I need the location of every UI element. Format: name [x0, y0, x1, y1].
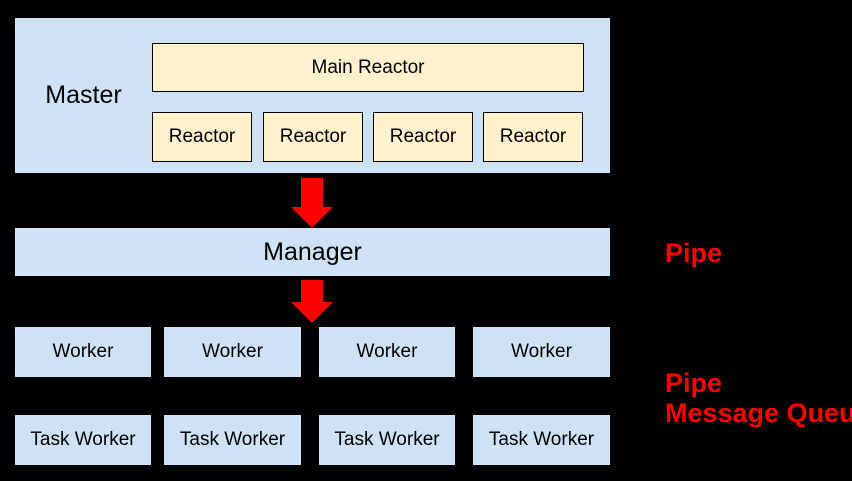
arrow-shaft [301, 178, 323, 207]
task-worker-box: Task Worker [473, 415, 610, 465]
pipe-message-queue-label: Pipe Message Queue [665, 368, 852, 428]
worker-box: Worker [473, 327, 610, 377]
pipe-message-queue-line2: Message Queue [665, 398, 852, 428]
reactor-box: Reactor [483, 112, 583, 162]
master-label: Master [45, 81, 122, 109]
task-worker-box: Task Worker [164, 415, 301, 465]
arrow-shaft [301, 280, 323, 302]
down-arrow-icon [291, 280, 333, 323]
master-box: Master Main Reactor Reactor Reactor Reac… [15, 18, 610, 173]
pipe-message-queue-line1: Pipe [665, 368, 723, 398]
worker-box: Worker [319, 327, 455, 377]
down-arrow-icon [291, 178, 333, 228]
arrow-head [291, 207, 333, 228]
task-worker-box: Task Worker [15, 415, 151, 465]
reactor-box: Reactor [373, 112, 473, 162]
task-worker-box: Task Worker [319, 415, 455, 465]
main-reactor-box: Main Reactor [152, 43, 584, 92]
worker-box: Worker [164, 327, 301, 377]
arrow-head [291, 302, 333, 323]
pipe-label: Pipe [665, 238, 723, 268]
manager-box: Manager [15, 228, 610, 276]
worker-box: Worker [15, 327, 151, 377]
reactor-box: Reactor [263, 112, 363, 162]
reactor-box: Reactor [152, 112, 252, 162]
